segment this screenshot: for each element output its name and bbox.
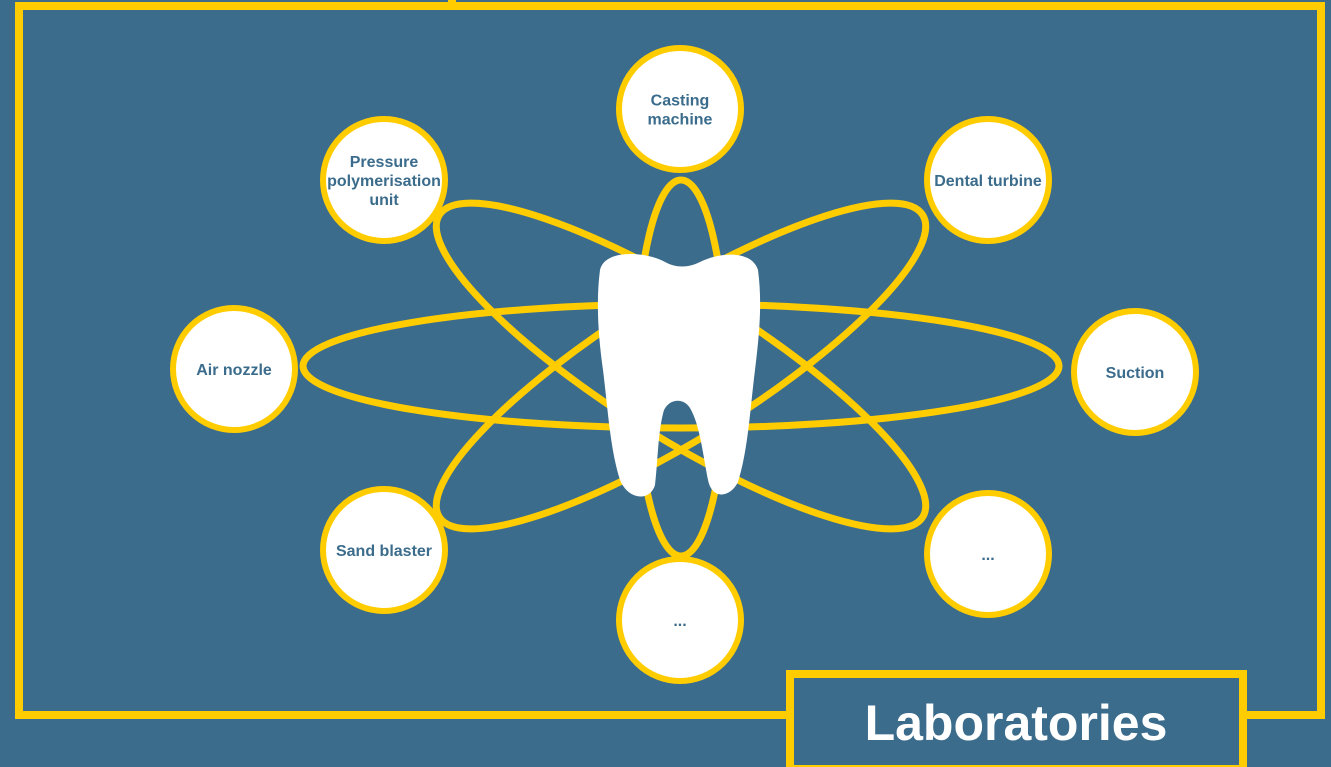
title-box	[786, 670, 1247, 767]
node-circle	[1071, 308, 1199, 436]
node-label: Dental turbine	[934, 173, 1042, 190]
node-circle	[320, 116, 448, 244]
outer-frame	[15, 2, 1325, 719]
node-more-bottom: ...	[616, 556, 744, 684]
node-label: Sand blaster	[336, 543, 432, 560]
node-label: Suction	[1106, 365, 1165, 382]
node-pressure-polymerisation-unit: Pressure polymerisation unit	[320, 116, 448, 244]
node-label: unit	[369, 192, 399, 209]
node-circle	[616, 45, 744, 173]
node-label: Casting	[651, 93, 710, 110]
node-circle	[320, 486, 448, 614]
node-suction: Suction	[1071, 308, 1199, 436]
page-title: Laboratories	[865, 695, 1168, 751]
node-circle	[616, 556, 744, 684]
node-label: Air nozzle	[196, 362, 272, 379]
node-more-right: ...	[924, 490, 1052, 618]
node-label: ...	[981, 547, 994, 564]
node-casting-machine: Casting machine	[616, 45, 744, 173]
node-label: Pressure	[350, 154, 419, 171]
node-label: machine	[648, 112, 713, 129]
node-circle	[924, 116, 1052, 244]
node-sand-blaster: Sand blaster	[320, 486, 448, 614]
node-circle	[170, 305, 298, 433]
node-circle	[924, 490, 1052, 618]
node-label: polymerisation	[327, 173, 441, 190]
node-air-nozzle: Air nozzle	[170, 305, 298, 433]
tooth-icon	[597, 253, 761, 497]
node-dental-turbine: Dental turbine	[924, 116, 1052, 244]
node-label: ...	[673, 613, 686, 630]
